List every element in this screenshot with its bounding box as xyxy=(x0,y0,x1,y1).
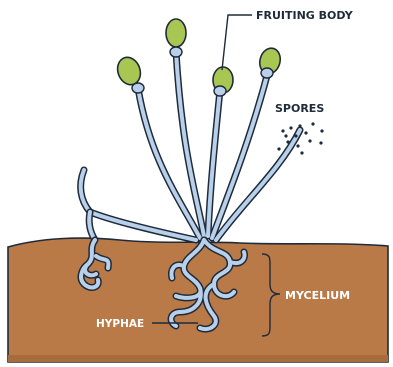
mycelium-label: MYCELIUM xyxy=(285,289,350,302)
fruiting-body-stalks xyxy=(81,52,300,240)
hyphae-label: HYPHAE xyxy=(96,318,144,330)
fruiting-body-caps xyxy=(114,19,283,96)
fruiting-body-label: FRUITING BODY xyxy=(256,9,354,22)
spores-label: SPORES xyxy=(275,102,324,115)
fruiting-body-pointer xyxy=(222,15,252,70)
